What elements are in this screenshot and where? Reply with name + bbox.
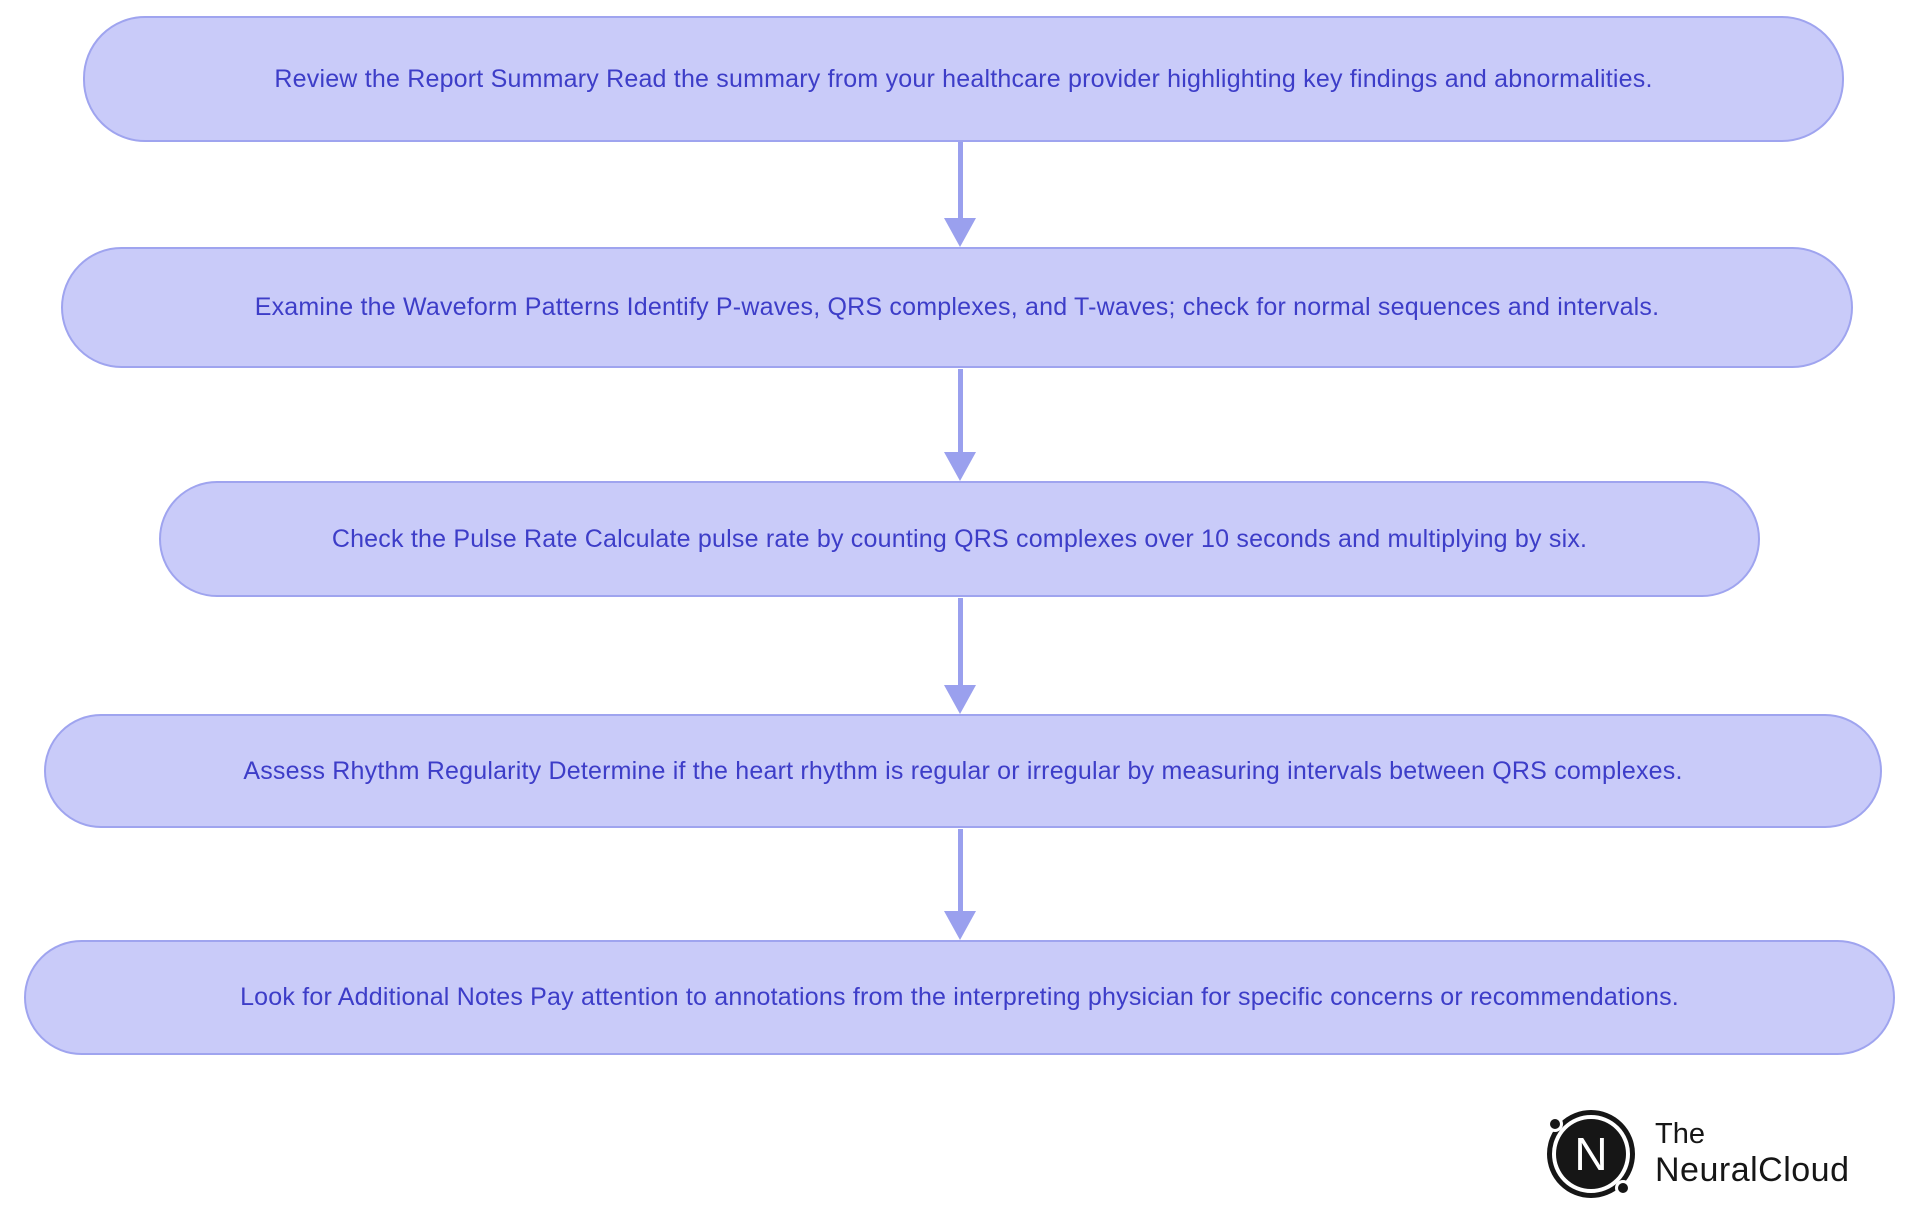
flow-step-label: Examine the Waveform Patterns Identify P… — [254, 293, 1660, 321]
logo-orbit-dot-top-left — [1547, 1116, 1563, 1132]
arrow-head-icon — [944, 452, 976, 481]
arrow-shaft — [957, 598, 963, 686]
logo-wordmark-line2: NeuralCloud — [1655, 1151, 1850, 1190]
arrow-head-icon — [944, 218, 976, 247]
arrow-head-icon — [944, 911, 976, 940]
arrow-shaft — [957, 829, 963, 912]
flow-step-look-for-additional-notes: Look for Additional Notes Pay attention … — [24, 940, 1895, 1055]
logo-core-letter: N — [1556, 1119, 1626, 1189]
neuralcloud-logo: N The NeuralCloud — [1545, 1108, 1850, 1200]
flow-step-label: Review the Report Summary Read the summa… — [274, 64, 1653, 93]
flow-step-label: Look for Additional Notes Pay attention … — [240, 983, 1679, 1011]
logo-orbit-dot-bottom-right — [1615, 1180, 1631, 1196]
arrow-head-icon — [944, 685, 976, 714]
logo-wordmark-line1: The — [1655, 1117, 1705, 1150]
logo-wordmark: The NeuralCloud — [1655, 1118, 1850, 1190]
arrow-shaft — [957, 142, 963, 219]
flow-step-review-report-summary: Review the Report Summary Read the summa… — [83, 16, 1844, 142]
flow-step-examine-waveform-patterns: Examine the Waveform Patterns Identify P… — [61, 247, 1853, 368]
neuralcloud-logo-icon: N — [1545, 1108, 1637, 1200]
flow-step-assess-rhythm-regularity: Assess Rhythm Regularity Determine if th… — [44, 714, 1882, 828]
arrow-shaft — [957, 369, 963, 453]
flow-step-check-pulse-rate: Check the Pulse Rate Calculate pulse rat… — [159, 481, 1760, 597]
logo-ring — [1547, 1110, 1635, 1198]
flow-step-label: Assess Rhythm Regularity Determine if th… — [243, 756, 1683, 785]
flow-step-label: Check the Pulse Rate Calculate pulse rat… — [331, 524, 1588, 553]
